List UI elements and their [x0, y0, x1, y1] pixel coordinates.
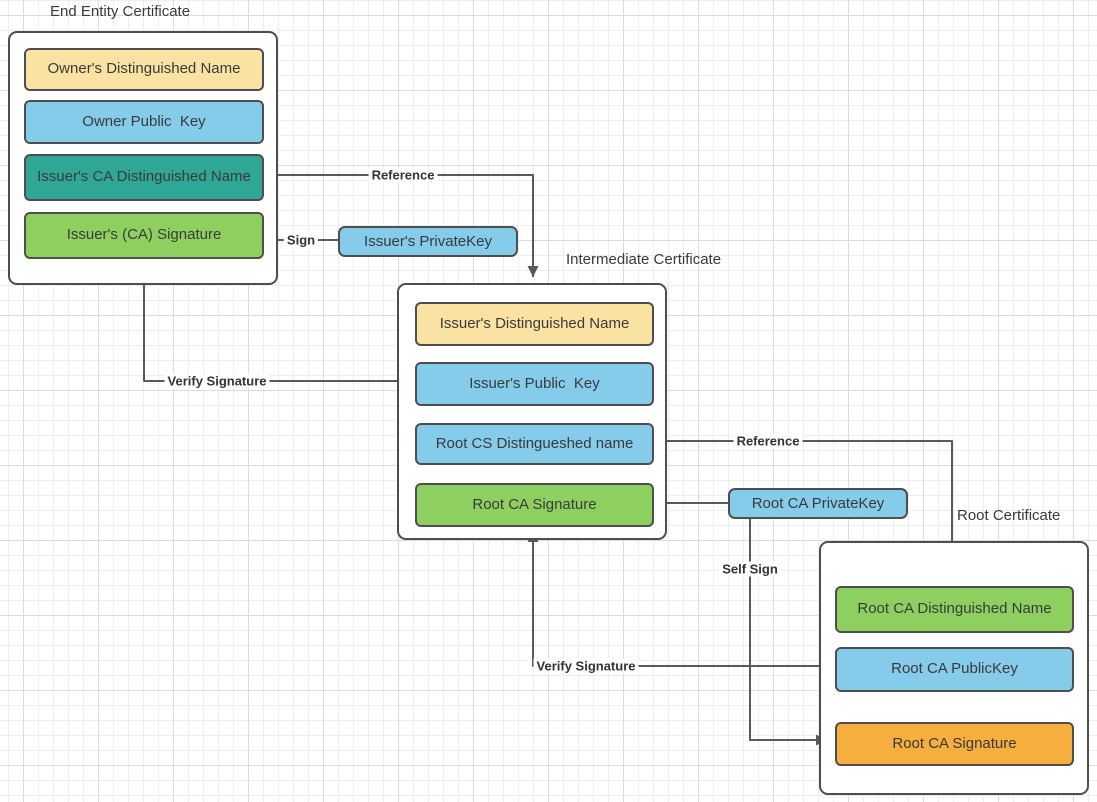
field-issuers-distinguished-name: Issuer's Distinguished Name [415, 302, 654, 346]
verify-signature-left-label: Verify Signature [164, 373, 270, 389]
field-root-ca-signature-root: Root CA Signature [835, 722, 1074, 766]
end-entity-certificate-title: End Entity Certificate [50, 3, 191, 20]
intermediate-certificate-title: Intermediate Certificate [566, 251, 722, 268]
field-root-cs-distingueshed-name: Root CS Distingueshed name [415, 423, 654, 465]
field-issuers-public-key: Issuer's Public Key [415, 362, 654, 406]
issuers-privatekey-box: Issuer's PrivateKey [338, 226, 518, 257]
field-issuers-ca-distinguished-name: Issuer's CA Distinguished Name [24, 154, 264, 201]
verify-signature-arrow-bottom [527, 531, 833, 667]
field-owner-public-key: Owner Public Key [24, 100, 264, 144]
reference-right-label: Reference [733, 433, 803, 449]
self-sign-arrow [749, 519, 827, 746]
reference-top-label: Reference [368, 167, 438, 183]
verify-signature-bottom-label: Verify Signature [533, 658, 639, 674]
sign-label: Sign [283, 232, 319, 248]
field-owners-distinguished-name: Owner's Distinguished Name [24, 48, 264, 91]
root-ca-privatekey-box: Root CA PrivateKey [728, 488, 908, 519]
root-certificate-title: Root Certificate [957, 507, 1061, 524]
intermediate-certificate-box: Issuer's Distinguished Name Issuer's Pub… [397, 283, 667, 540]
self-sign-label: Self Sign [719, 561, 781, 577]
field-issuers-ca-signature: Issuer's (CA) Signature [24, 212, 264, 259]
field-root-ca-distinguished-name: Root CA Distinguished Name [835, 586, 1074, 633]
root-certificate-box: Root CA Distinguished Name Root CA Publi… [819, 541, 1089, 795]
end-entity-certificate-box: Owner's Distinguished Name Owner Public … [8, 31, 278, 285]
field-root-ca-signature-intermediate: Root CA Signature [415, 483, 654, 527]
field-root-ca-publickey: Root CA PublicKey [835, 647, 1074, 692]
